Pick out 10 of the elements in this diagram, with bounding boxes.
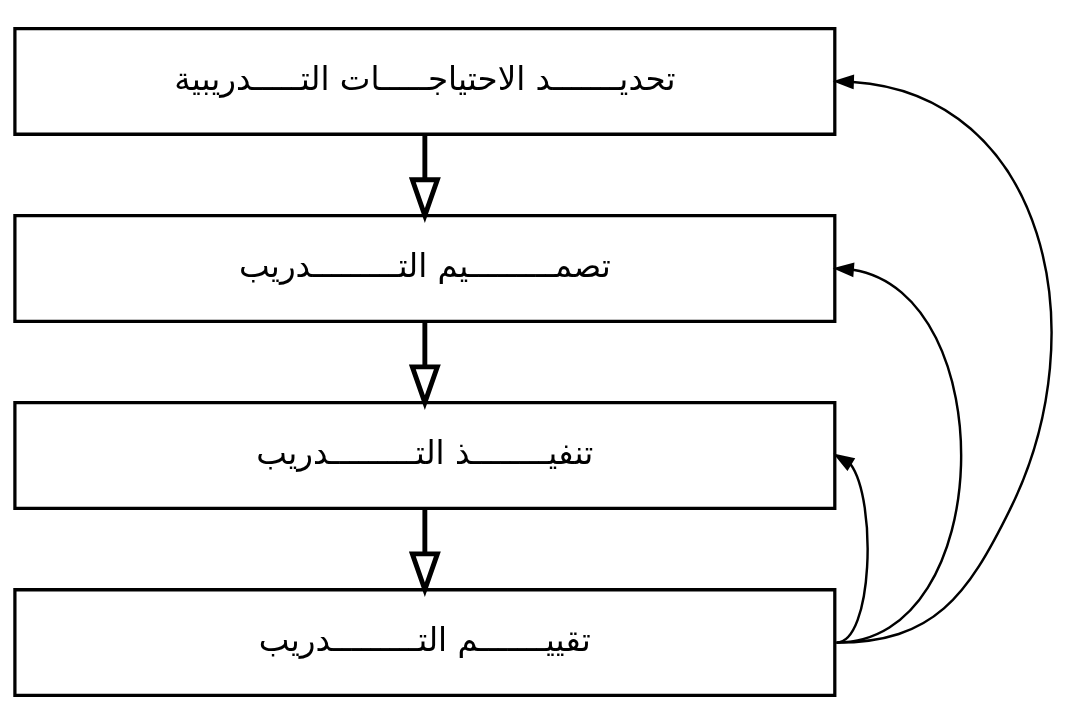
node-box: تحديـــــــد الاحتياجـــــات التـــــدريبية bbox=[13, 26, 837, 136]
arrow bbox=[832, 74, 1053, 644]
arrow bbox=[408, 321, 441, 410]
arrow bbox=[408, 508, 441, 598]
arrow bbox=[408, 134, 441, 223]
arrow bbox=[832, 262, 963, 644]
node-box: تنفيــــــــذ التـــــــــدريب bbox=[13, 401, 837, 511]
arrow bbox=[833, 453, 869, 644]
node-box: تقييـــــــم التـــــــــدريب bbox=[13, 588, 837, 698]
node-box: تصمـــــــــيم التـــــــــدريب bbox=[13, 213, 837, 323]
